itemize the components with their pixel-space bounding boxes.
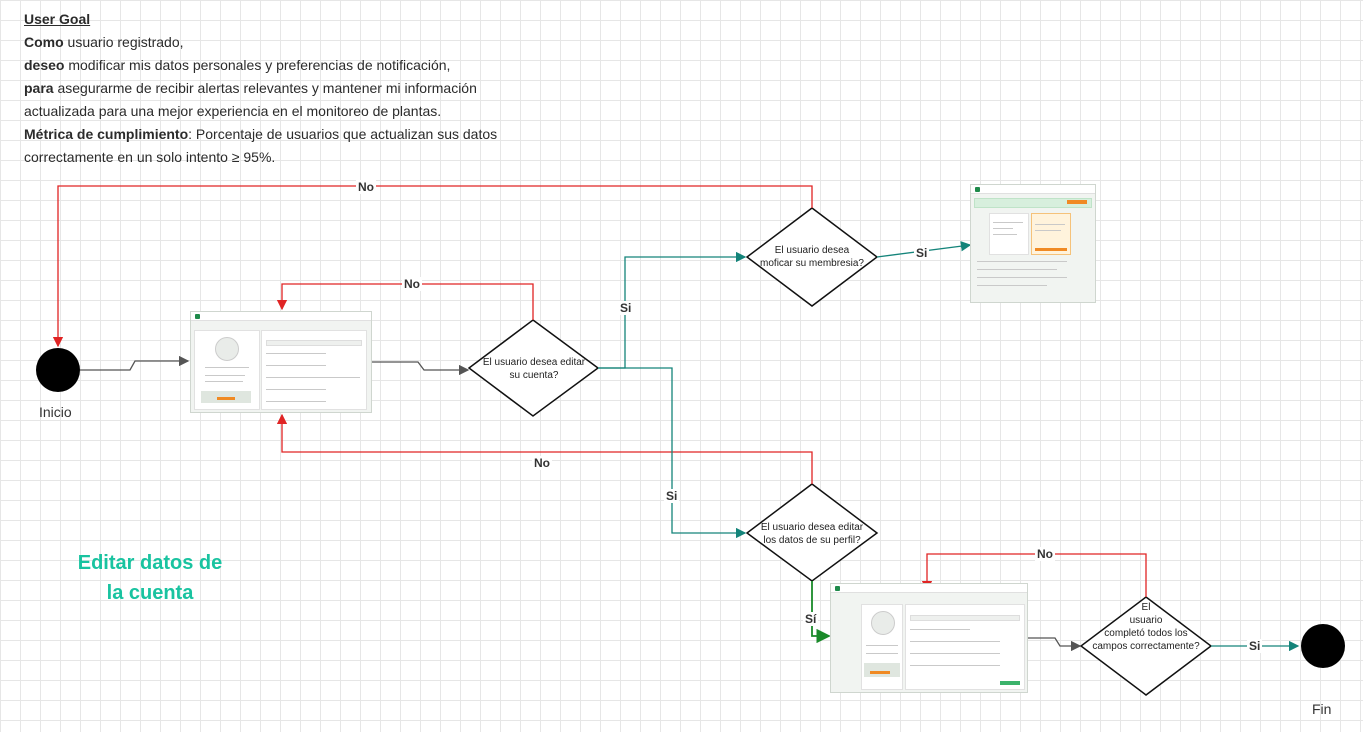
edge-profile-to-d1 — [372, 361, 470, 376]
end-node — [1301, 624, 1345, 668]
goal-line-5: Métrica de cumplimiento: Porcentaje de u… — [24, 126, 498, 142]
user-goal: User Goal Como usuario registrado, deseo… — [24, 8, 497, 169]
decision-fields-complete — [1079, 596, 1213, 696]
section-title: Editar datos de la cuenta — [77, 552, 223, 604]
decision-edit-account — [467, 319, 600, 417]
profile-screen-thumbnail — [190, 311, 372, 413]
label-si-1: Si — [618, 301, 634, 315]
edge-start-to-profile — [80, 355, 190, 371]
account-config-screen-thumbnail — [830, 583, 1028, 693]
label-si-3: Si — [914, 246, 930, 260]
app-logo-icon — [195, 313, 200, 319]
goal-line-4: actualizada para una mejor experiencia e… — [24, 103, 442, 119]
decision-edit-membership — [745, 207, 879, 307]
goal-line-2: deseo modificar mis datos personales y p… — [24, 57, 451, 73]
user-goal-title: User Goal — [24, 11, 91, 27]
start-node — [36, 348, 80, 392]
end-label: Fin — [1312, 701, 1332, 717]
edge-no-membership-to-start — [52, 185, 813, 348]
edge-config-to-d4 — [1027, 637, 1082, 652]
edge-si-account-to-profile — [598, 367, 747, 539]
goal-line-1: Como usuario registrado, — [24, 34, 184, 50]
avatar — [215, 337, 239, 361]
goal-line-3: para asegurarme de recibir alertas relev… — [24, 80, 477, 96]
app-logo-icon — [975, 186, 980, 192]
label-si-2: Si — [664, 489, 680, 503]
edge-si-profile-to-config — [811, 581, 831, 644]
app-logo-icon — [835, 585, 840, 591]
start-label: Inicio — [39, 404, 72, 420]
avatar — [871, 611, 895, 635]
edge-no-profile-to-profile — [276, 413, 813, 484]
label-no-1: No — [356, 180, 376, 194]
label-si-5: Sí — [803, 612, 819, 626]
membership-screen-thumbnail — [970, 184, 1096, 303]
label-no-4: No — [1035, 547, 1055, 561]
label-si-4: Si — [1247, 639, 1263, 653]
label-no-3: No — [532, 456, 552, 470]
goal-line-6: correctamente en un solo intento ≥ 95%. — [24, 149, 276, 165]
label-no-2: No — [402, 277, 422, 291]
